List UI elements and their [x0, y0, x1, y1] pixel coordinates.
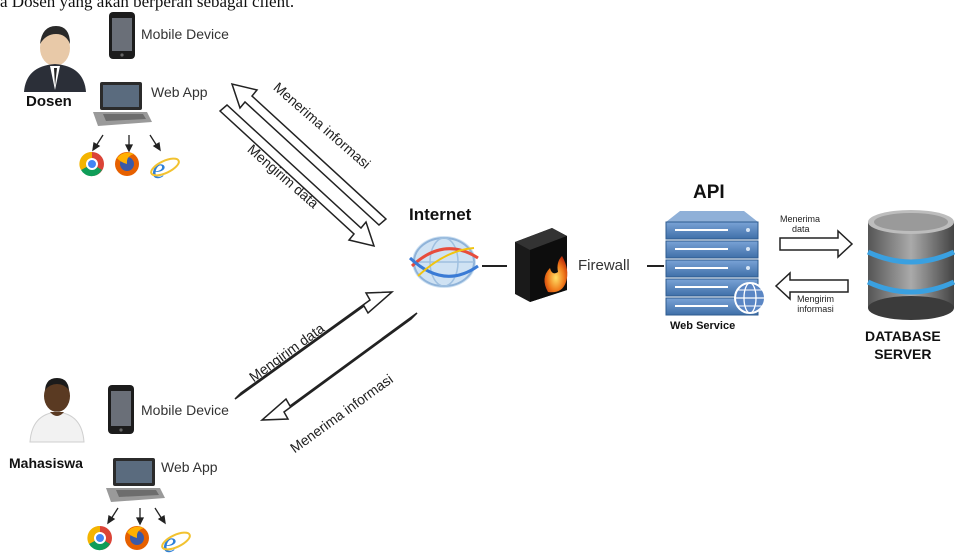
web-service-server-icon [665, 211, 766, 316]
dosen-chrome-icon [79, 151, 104, 177]
dosen-avatar-icon [24, 26, 86, 92]
dosen-laptop-icon [93, 82, 152, 126]
mahasiswa-label: Mahasiswa [9, 455, 83, 471]
internet-globe-icon [408, 236, 479, 288]
mahasiswa-firefox-icon [125, 526, 149, 550]
dosen-label: Dosen [26, 93, 72, 110]
mahasiswa-mobile-device-icon [108, 385, 134, 434]
mahasiswa-chrome-icon [87, 525, 112, 551]
intro-text: a Dosen yang akan berperan sebagai clien… [0, 0, 295, 11]
dosen-ie-icon: e [150, 152, 180, 185]
dosen-firefox-icon [115, 152, 139, 176]
db-send-label: Mengirim informasi [797, 294, 834, 314]
database-cylinder-icon [866, 210, 956, 320]
dosen-mobile-device-icon [109, 12, 135, 59]
dosen-webapp-label: Web App [151, 84, 208, 100]
api-title: API [693, 182, 725, 203]
db-send-line1: Mengirim [797, 294, 835, 304]
mahasiswa-browser-arrows [107, 507, 166, 526]
database-label: DATABASE SERVER [865, 327, 941, 363]
db-receive-arrow [779, 229, 854, 259]
top-send-arrow [218, 103, 376, 248]
firewall-icon [515, 228, 568, 302]
bottom-send-arrow [234, 291, 395, 400]
mahasiswa-mobile-label: Mobile Device [141, 402, 229, 418]
svg-text:e: e [163, 526, 176, 553]
database-line1: DATABASE [865, 328, 941, 344]
db-receive-line2: data [792, 224, 810, 234]
top-receive-arrow [230, 82, 388, 227]
db-send-arrow [774, 271, 849, 301]
bottom-receive-arrow [259, 312, 418, 421]
firewall-label: Firewall [578, 257, 630, 274]
dosen-browser-arrows [92, 134, 161, 153]
internet-label: Internet [409, 205, 472, 224]
mahasiswa-laptop-icon [106, 458, 165, 502]
db-receive-label: Menerima data [780, 214, 820, 234]
mahasiswa-webapp-label: Web App [161, 459, 218, 475]
mahasiswa-avatar-icon [29, 378, 85, 443]
mahasiswa-ie-icon: e [161, 526, 191, 553]
web-service-label: Web Service [670, 320, 736, 332]
svg-text:e: e [152, 152, 165, 185]
db-receive-line1: Menerima [780, 214, 821, 224]
database-line2: SERVER [874, 346, 932, 362]
db-send-line2: informasi [797, 304, 834, 314]
dosen-mobile-label: Mobile Device [141, 26, 229, 42]
